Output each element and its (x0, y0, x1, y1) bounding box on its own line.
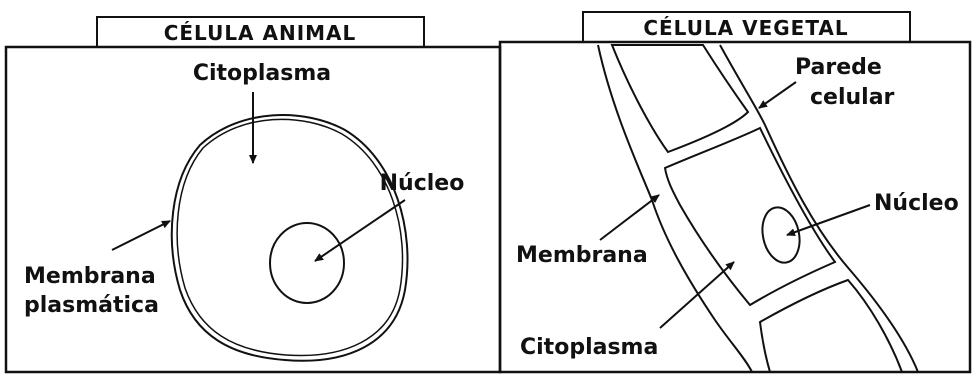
plant-wall-label-line2: celular (810, 85, 895, 110)
animal-cytoplasm-label: Citoplasma (193, 61, 331, 86)
animal-membrane-label-line1: Membrana (24, 264, 156, 289)
plant-cytoplasm-label: Citoplasma (520, 335, 658, 360)
animal-nucleus-label: Núcleo (380, 171, 465, 196)
plant-middle-cell (665, 128, 835, 305)
plant-cell-wall-left (598, 45, 752, 372)
animal-cell-panel: CÉLULA ANIMAL Citoplasma Núcleo Membrana… (6, 17, 500, 372)
animal-title: CÉLULA ANIMAL (164, 21, 357, 45)
plant-nucleus-label: Núcleo (874, 191, 959, 216)
plant-wall-label-line1: Parede (795, 55, 882, 80)
animal-membrane-label-line2: plasmática (24, 293, 159, 318)
animal-nucleus (270, 223, 344, 303)
plant-nucleus-arrow (787, 205, 870, 235)
plant-wall-arrow (759, 82, 796, 108)
animal-membrane-arrow (112, 221, 170, 250)
plant-membrane-arrow (600, 195, 659, 240)
plant-membrane-label: Membrana (516, 243, 648, 268)
plant-title: CÉLULA VEGETAL (643, 16, 848, 40)
plant-nucleus (758, 204, 805, 266)
plant-cytoplasm-arrow (660, 262, 734, 328)
plant-top-cell (612, 45, 748, 152)
plant-cell-panel: CÉLULA VEGETAL Parede celular Núcleo Mem… (500, 12, 970, 372)
animal-cell-membrane-inner (177, 119, 402, 355)
plant-bottom-cell (760, 280, 902, 372)
